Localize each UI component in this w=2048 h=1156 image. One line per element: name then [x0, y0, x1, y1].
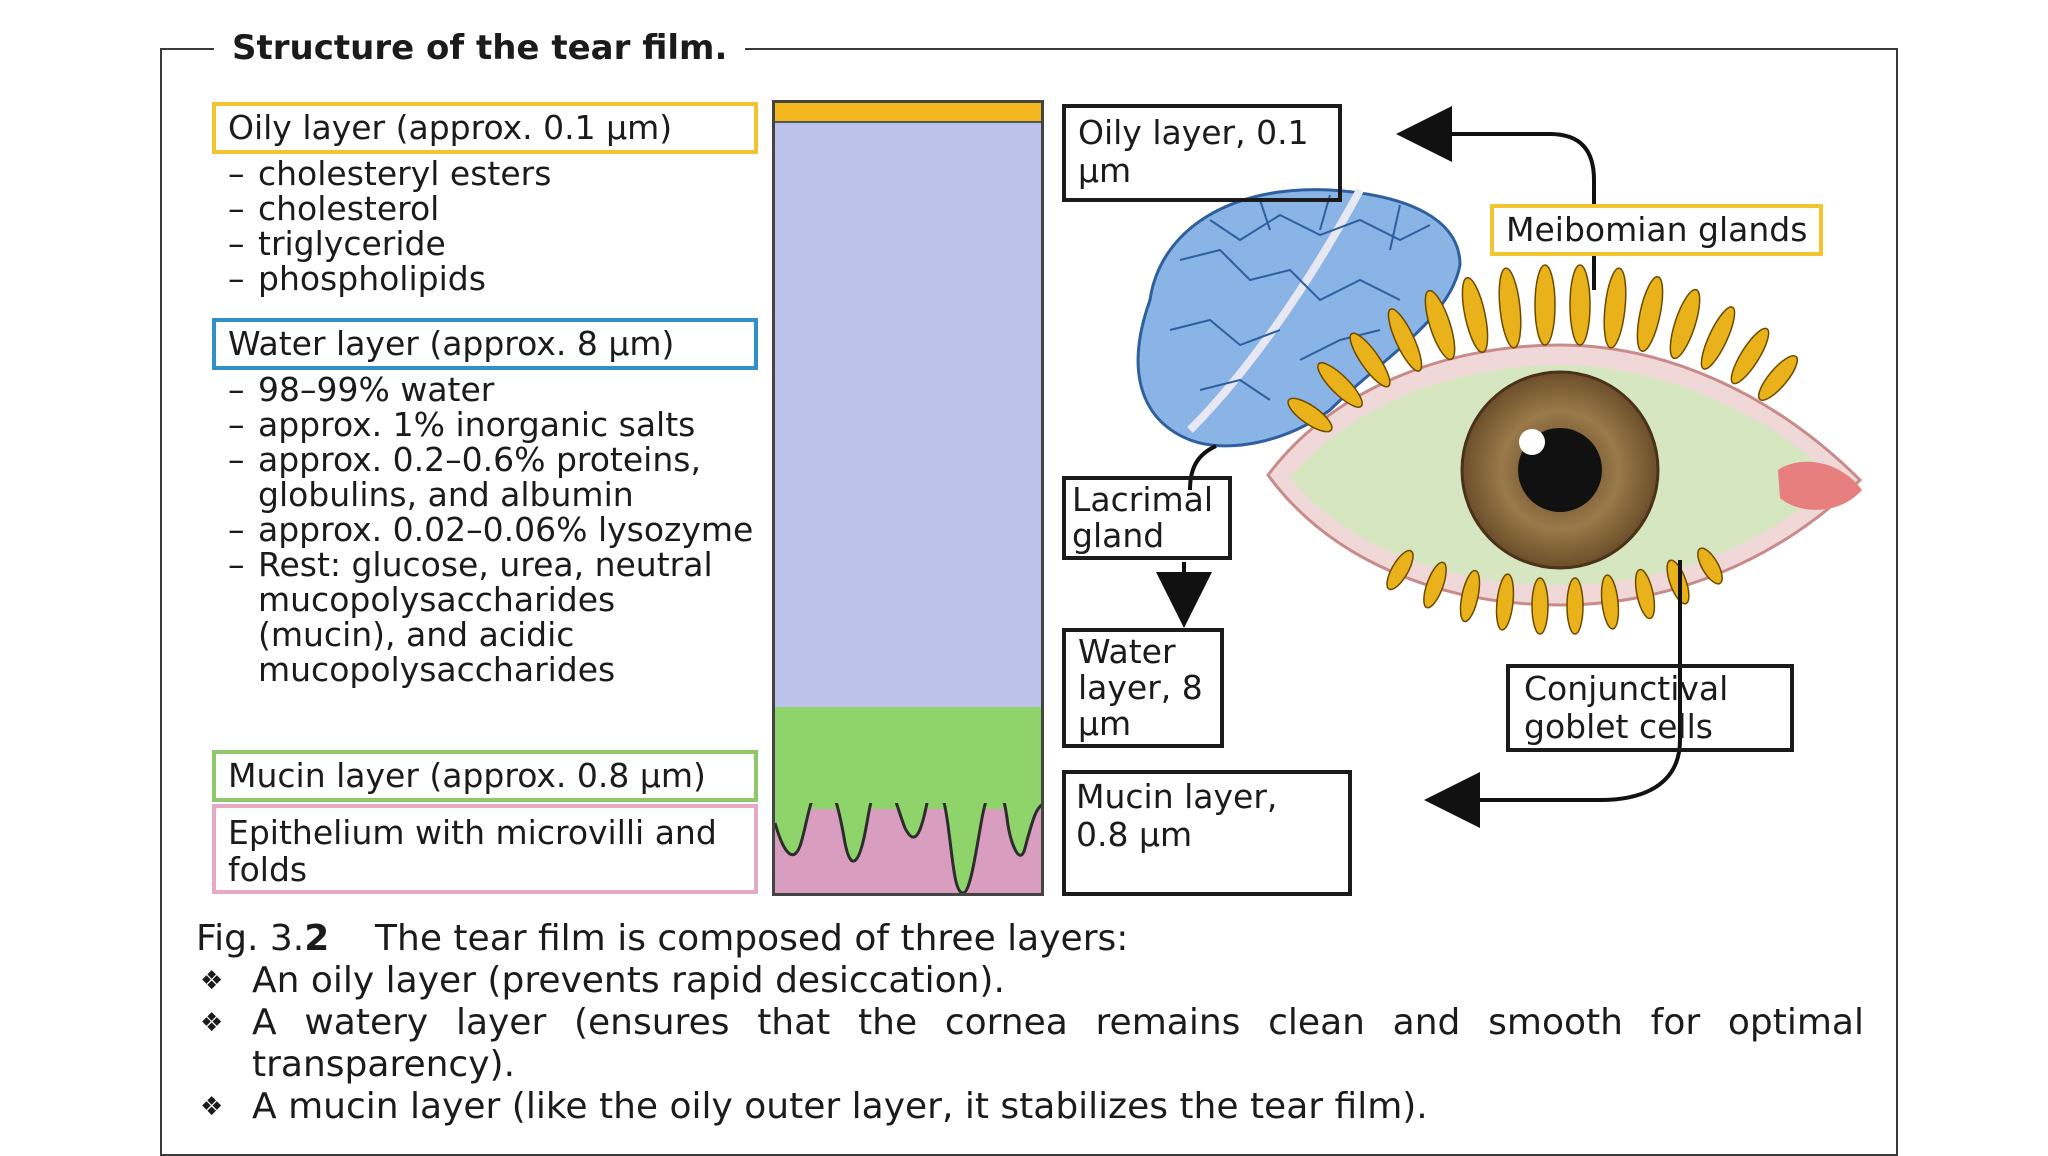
- list-item: 98–99% water: [222, 372, 762, 407]
- fig-number: 2: [304, 918, 330, 959]
- oil-layer-band: [775, 103, 1041, 123]
- water-layer-callout: Water layer, 8 µm: [1062, 628, 1224, 748]
- caption-bullet: A mucin layer (like the oily outer layer…: [196, 1086, 1864, 1128]
- oily-layer-components: cholesteryl esters cholesterol triglycer…: [222, 156, 762, 296]
- list-item: phospholipids: [222, 261, 762, 296]
- lacrimal-gland-shape: [1136, 188, 1462, 448]
- oily-layer-label: Oily layer (approx. 0.1 µm): [212, 102, 758, 154]
- list-item: approx. 1% inorganic salts: [222, 407, 762, 442]
- list-item: cholesteryl esters: [222, 156, 762, 191]
- conjunctival-goblet-cells-label: Conjunctival goblet cells: [1506, 664, 1794, 752]
- list-item: Rest: glucose, urea, neutral mucopolysac…: [222, 547, 762, 687]
- fig-prefix: Fig. 3.: [196, 918, 305, 959]
- water-layer-components: 98–99% water approx. 1% inorganic salts …: [222, 372, 762, 687]
- caption-text: The tear film is composed of three layer…: [375, 918, 1129, 959]
- lacrimal-connector: [1188, 444, 1217, 491]
- epithelium-label: Epithelium with microvilli and folds: [212, 804, 758, 894]
- lacrimal-gland-label: Lacrimal gland: [1062, 476, 1232, 560]
- water-layer-band: [775, 121, 1041, 807]
- oily-layer-callout: Oily layer, 0.1 µm: [1062, 104, 1342, 202]
- mucin-layer-callout: Mucin layer, 0.8 µm: [1062, 770, 1352, 896]
- mucin-layer-label: Mucin layer (approx. 0.8 µm): [212, 750, 758, 802]
- list-item: triglyceride: [222, 226, 762, 261]
- meibomian-arrow: [1396, 106, 1596, 290]
- list-item: cholesterol: [222, 191, 762, 226]
- caption-heading: Fig. 3.2 The tear film is composed of th…: [196, 918, 1864, 960]
- goblet-arrow: [1424, 560, 1682, 828]
- tear-film-column: [772, 100, 1044, 896]
- mucin-layer-band: [775, 707, 1041, 893]
- figure-caption: Fig. 3.2 The tear film is composed of th…: [196, 918, 1864, 1128]
- caption-bullet: A watery layer (ensures that the cornea …: [196, 1002, 1864, 1086]
- list-item: approx. 0.2–0.6% proteins, globulins, an…: [222, 442, 762, 512]
- eye-shape: [1266, 343, 1863, 607]
- meibomian-glands-shape: [1287, 264, 1799, 635]
- meibomian-glands-label: Meibomian glands: [1490, 204, 1824, 256]
- list-item: approx. 0.02–0.06% lysozyme: [222, 512, 762, 547]
- figure-title: Structure of the tear film.: [214, 28, 746, 68]
- caption-bullet: An oily layer (prevents rapid desiccatio…: [196, 960, 1864, 1002]
- water-layer-label: Water layer (approx. 8 µm): [212, 318, 758, 370]
